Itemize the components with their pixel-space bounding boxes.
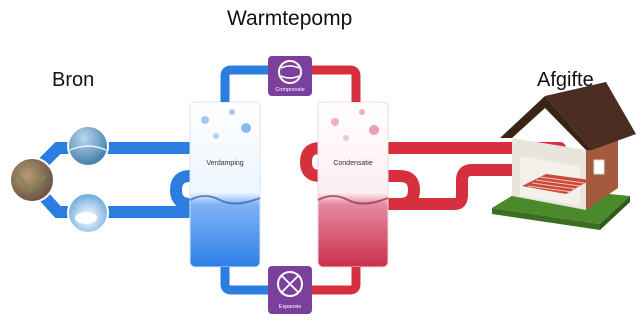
house-icon	[492, 82, 636, 230]
compressor-unit	[268, 56, 312, 96]
compressor-loop	[220, 65, 361, 102]
heat-pump-title: Warmtepomp	[227, 7, 353, 30]
condensation-label: Condensatie	[333, 160, 372, 167]
emission-title: Afgifte	[537, 69, 594, 91]
condenser-tank	[317, 101, 389, 268]
expansion-unit	[268, 266, 312, 314]
expansion-loop	[220, 267, 361, 295]
source-title: Bron	[52, 69, 95, 91]
soil-source-icon	[9, 157, 55, 203]
compression-label: Compressie	[275, 87, 304, 93]
evaporator-tank	[189, 101, 261, 268]
air-source-icon	[67, 192, 109, 234]
water-source-icon	[67, 125, 109, 167]
expansion-label: Expansie	[279, 304, 302, 310]
evaporation-label: Verdamping	[206, 160, 243, 167]
